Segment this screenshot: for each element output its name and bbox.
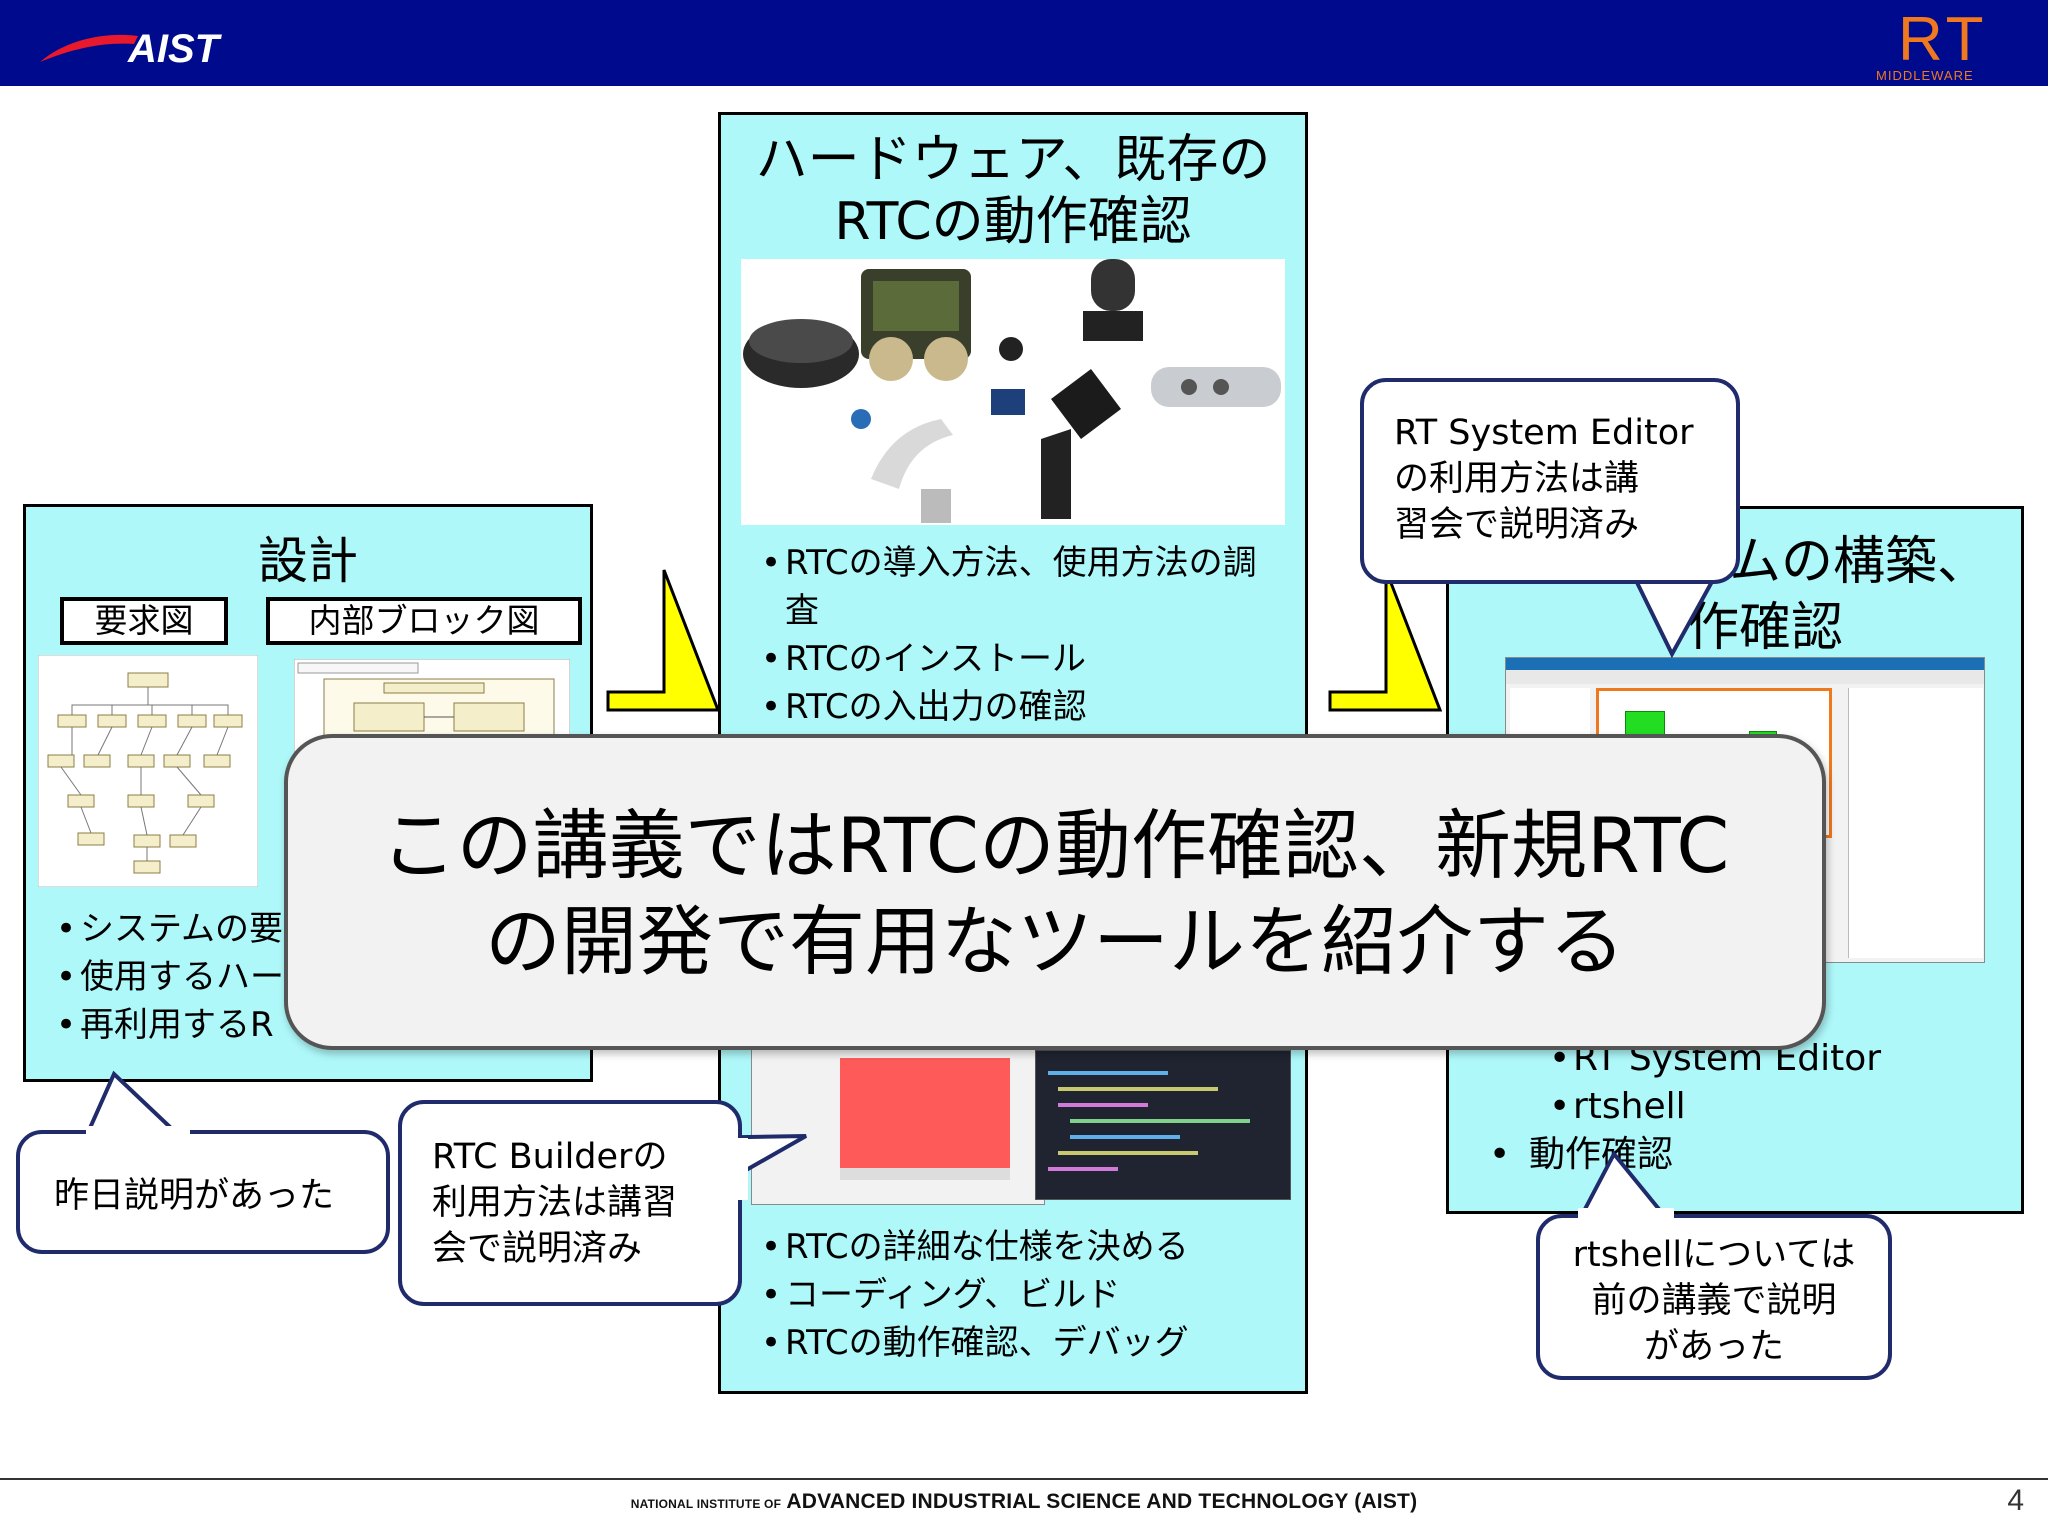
callout-builder-line: RTC Builderの [432, 1137, 668, 1177]
main-message-banner: この講義ではRTCの動作確認、新規RTC の開発で有用なツールを紹介する [284, 734, 1826, 1050]
code-line [1058, 1087, 1218, 1091]
hardware-bullet: RTCの導入方法、使用方法の調査 [761, 539, 1281, 635]
hardware-title-line1: ハードウェア、既存の [755, 130, 1271, 190]
code-line [1070, 1119, 1250, 1123]
hardware-bullet: コーディング、ビルド [761, 1271, 1291, 1319]
callout-yesterday-pointer-mask [86, 1126, 190, 1136]
editor-titlebar [1506, 658, 1984, 670]
design-bullets: システムの要 使用するハー 再利用するR [56, 905, 576, 1049]
hardware-bullet: RTCの動作確認、デバッグ [761, 1319, 1291, 1367]
rtc-builder-screenshot [751, 1043, 1045, 1205]
callout-rtshell: rtshellについては 前の講義で説明 があった [1536, 1214, 1892, 1380]
callout-rtshell-line: rtshellについては [1572, 1235, 1856, 1275]
callout-editor-line: RT System Editor [1394, 413, 1694, 453]
banner-line2: の開発で有用なツールを紹介する [485, 897, 1625, 986]
design-bullet: 再利用するR [56, 1001, 576, 1049]
callout-yesterday: 昨日説明があった [16, 1130, 390, 1254]
code-line [1058, 1151, 1198, 1155]
system-bullet: rtshell [1549, 1083, 2009, 1131]
error-dialog-area [840, 1058, 1010, 1168]
robot-hardware-image [741, 259, 1285, 525]
callout-editor-line: 習会で説明済み [1394, 505, 1640, 545]
callout-rtshell-pointer-mask [1578, 1208, 1674, 1218]
requirements-diagram-image [38, 655, 258, 887]
footer-divider [0, 1478, 2048, 1480]
callout-rtc-builder: RTC Builderの 利用方法は講習 会で説明済み [398, 1100, 742, 1306]
block-diagram-tag: 内部ブロック図 [266, 597, 582, 645]
footer-big-text: ADVANCED INDUSTRIAL SCIENCE AND TECHNOLO… [786, 1490, 1418, 1513]
requirements-diagram-tag: 要求図 [60, 597, 228, 645]
callout-rtshell-line: 前の講義で説明 [1591, 1281, 1837, 1321]
callout-editor-line: の利用方法は講 [1394, 459, 1640, 499]
dialog-status-strip [840, 1168, 1010, 1180]
banner-line1: この講義ではRTCの動作確認、新規RTC [380, 801, 1730, 890]
rt-logo-text: MIDDLEWARE [1876, 68, 1974, 83]
system-bullet: 動作確認 [1489, 1131, 1989, 1179]
flow-arrow-left [606, 569, 720, 712]
code-line [1048, 1167, 1118, 1171]
editor-properties-pane [1848, 688, 1983, 958]
code-line [1058, 1103, 1148, 1107]
system-title-line2: 作確認 [1687, 598, 1844, 658]
hardware-bullet: RTCの入出力の確認 [761, 683, 1281, 731]
code-editor-screenshot [1035, 1050, 1291, 1200]
code-line [1070, 1135, 1180, 1139]
aist-logo-text: AIST [127, 27, 223, 70]
hardware-bullets-top: RTCの導入方法、使用方法の調査 RTCのインストール RTCの入出力の確認 [761, 539, 1281, 731]
callout-builder-line: 会で説明済み [432, 1229, 643, 1269]
callout-rtshell-line: があった [1643, 1327, 1784, 1367]
aist-logo: AIST [40, 27, 223, 70]
footer-small-text: NATIONAL INSTITUTE OF [630, 1497, 782, 1511]
hardware-title-line2: RTCの動作確認 [834, 192, 1192, 252]
footer-institute-name: NATIONAL INSTITUTE OF ADVANCED INDUSTRIA… [0, 1490, 2048, 1514]
hardware-title: ハードウェア、既存の RTCの動作確認 [721, 129, 1305, 253]
code-line [1048, 1071, 1168, 1075]
page-number: 4 [2007, 1484, 2024, 1517]
header-bar [0, 0, 2048, 86]
system-check-bullets: 動作確認 [1489, 1131, 1989, 1179]
design-bullet: 使用するハー [56, 953, 576, 1001]
editor-menubar [1506, 670, 1984, 684]
callout-builder-pointer-mask [736, 1138, 748, 1200]
callout-yesterday-text: 昨日説明があった [54, 1176, 335, 1216]
rt-logo-mark: RT [1898, 5, 1988, 74]
hardware-bullet: RTCの詳細な仕様を決める [761, 1223, 1291, 1271]
callout-rt-system-editor: RT System Editor の利用方法は講 習会で説明済み [1360, 378, 1740, 584]
system-title-line1: ムの構築、 [1729, 532, 1990, 592]
design-title: 設計 [258, 532, 358, 590]
flow-arrow-right [1328, 569, 1442, 712]
rt-middleware-logo: RT MIDDLEWARE [1876, 5, 1988, 83]
callout-builder-line: 利用方法は講習 [432, 1183, 678, 1223]
hardware-bullet: RTCのインストール [761, 635, 1281, 683]
design-bullet: システムの要 [56, 905, 576, 953]
hardware-bullets-bottom: RTCの詳細な仕様を決める コーディング、ビルド RTCの動作確認、デバッグ [761, 1223, 1291, 1367]
